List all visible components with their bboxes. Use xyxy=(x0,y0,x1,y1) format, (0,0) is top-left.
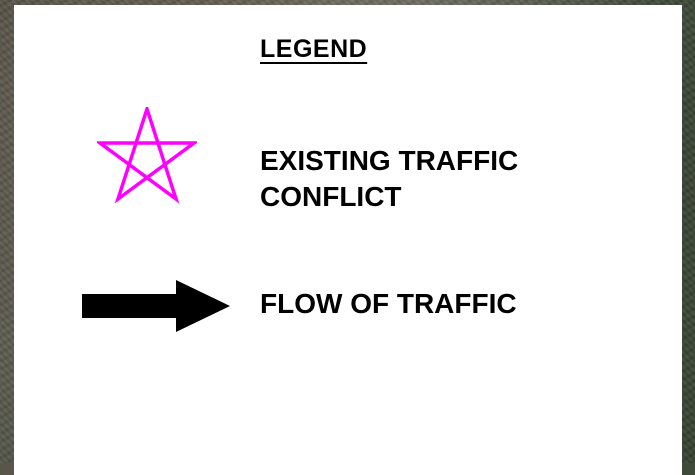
legend-panel: LEGEND EXISTING TRAFFIC CONFLICT FLOW OF… xyxy=(14,5,682,475)
legend-item-label-line1: EXISTING TRAFFIC xyxy=(260,145,519,176)
legend-title: LEGEND xyxy=(260,35,368,63)
star-icon xyxy=(97,107,197,203)
legend-item-existing-traffic-conflict: EXISTING TRAFFIC CONFLICT xyxy=(260,143,640,216)
legend-item-label-line2: CONFLICT xyxy=(260,181,402,213)
arrow-right-icon xyxy=(82,280,230,332)
legend-item-flow-of-traffic: FLOW OF TRAFFIC xyxy=(260,288,517,319)
